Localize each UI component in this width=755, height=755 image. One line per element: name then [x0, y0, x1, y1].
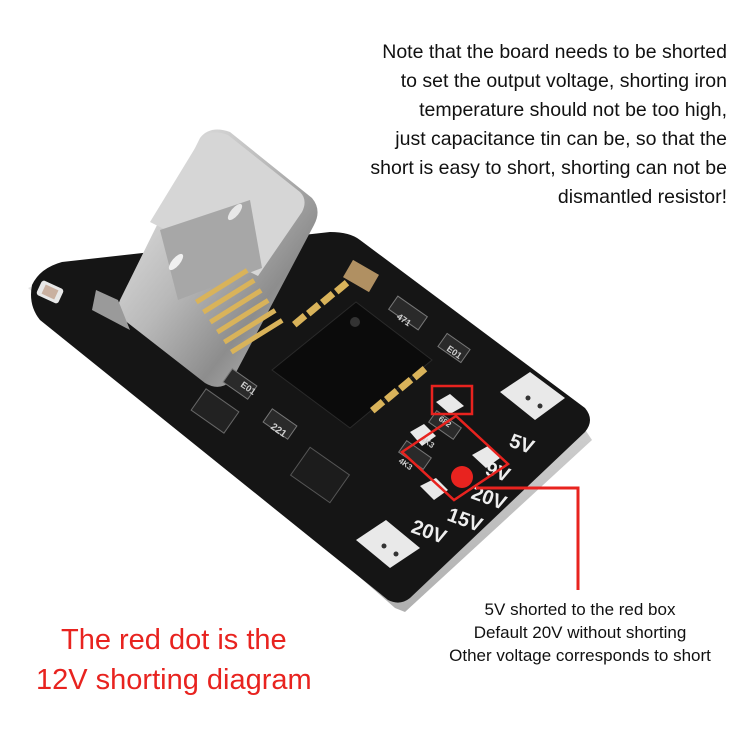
diode: [190, 388, 240, 434]
note-line: short is easy to short, shorting can not…: [370, 157, 727, 179]
red-pointer-line: [476, 486, 580, 590]
usb-pins: [195, 268, 284, 355]
instruction-line: 5V shorted to the red box: [484, 600, 676, 619]
short-instructions: 5V shorted to the red box Default 20V wi…: [415, 598, 745, 667]
red-caption-line: 12V shorting diagram: [36, 664, 312, 696]
note-line: to set the output voltage, shorting iron: [400, 70, 727, 92]
red-caption: The red dot is the 12V shorting diagram: [36, 620, 312, 700]
red-dot: [451, 466, 473, 488]
pcb-board: [31, 232, 590, 603]
red-caption-line: The red dot is the: [60, 624, 287, 656]
instruction-line: Other voltage corresponds to short: [449, 646, 711, 665]
ic-pins: [292, 280, 428, 414]
note-line: just capacitance tin can be, so that the: [395, 128, 727, 150]
main-ic-chip: [271, 301, 433, 429]
instruction-line: Default 20V without shorting: [473, 623, 687, 642]
usb-c-connector: [92, 129, 318, 387]
red-box-small: [430, 384, 474, 416]
red-box-large: [399, 414, 511, 502]
note-line: dismantled resistor!: [557, 186, 727, 208]
note-text: Note that the board needs to be shorted …: [287, 38, 727, 212]
note-line: temperature should not be too high,: [419, 99, 727, 121]
note-line: Note that the board needs to be shorted: [382, 41, 727, 63]
capacitor: [343, 259, 379, 293]
inductor: [289, 446, 351, 504]
